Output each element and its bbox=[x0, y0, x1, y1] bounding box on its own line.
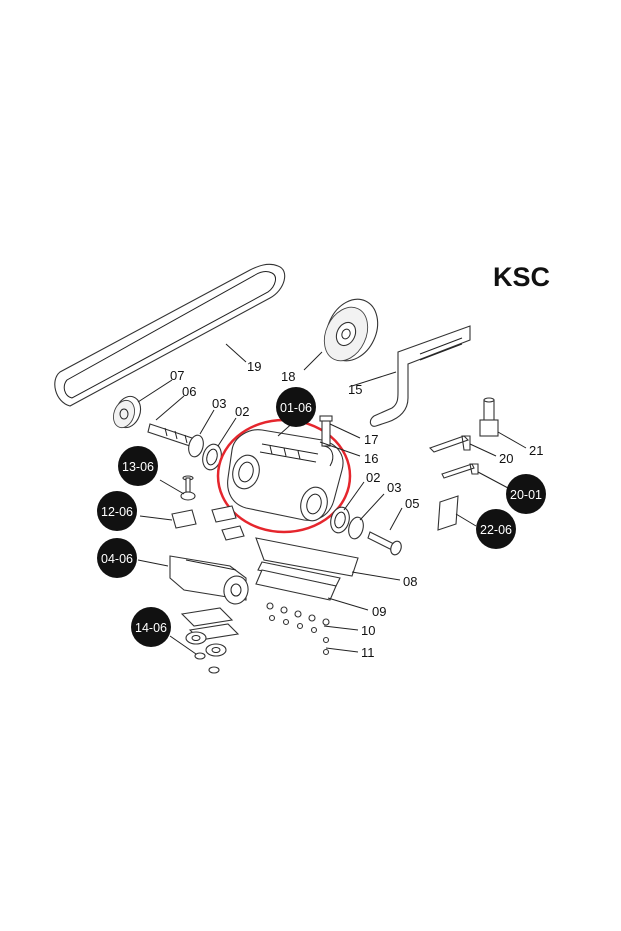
part-screws bbox=[266, 602, 330, 656]
part-pads bbox=[171, 505, 245, 541]
label-03-left: 03 bbox=[212, 396, 226, 411]
leader-lines bbox=[137, 343, 527, 655]
label-21: 21 bbox=[529, 443, 543, 458]
badge-13-06-text: 13-06 bbox=[122, 460, 154, 474]
part-discs bbox=[185, 631, 227, 674]
part-roller bbox=[169, 555, 249, 605]
part-housing bbox=[227, 429, 344, 522]
part-hex-key-large bbox=[428, 435, 471, 453]
label-11: 11 bbox=[361, 645, 375, 660]
label-03-right: 03 bbox=[387, 480, 401, 495]
label-10: 10 bbox=[361, 623, 375, 638]
part-circlip-right bbox=[348, 516, 364, 540]
label-02-left: 02 bbox=[235, 404, 249, 419]
label-18: 18 bbox=[281, 369, 295, 384]
badge-04-06-text: 04-06 bbox=[101, 552, 133, 566]
brand-logo: KSC bbox=[493, 262, 550, 292]
label-09: 09 bbox=[372, 604, 386, 619]
badge-04-06: 04-06 bbox=[97, 538, 137, 578]
part-small-pulley bbox=[113, 395, 142, 429]
label-06: 06 bbox=[182, 384, 196, 399]
part-belt bbox=[54, 263, 286, 407]
badge-14-06: 14-06 bbox=[131, 607, 171, 647]
part-tool-post bbox=[479, 397, 499, 437]
part-pin bbox=[367, 531, 402, 556]
badge-20-01-text: 20-01 bbox=[510, 488, 542, 502]
part-bearing-right bbox=[330, 506, 350, 534]
badge-22-06: 22-06 bbox=[476, 509, 516, 549]
badge-13-06: 13-06 bbox=[118, 446, 158, 486]
part-long-plate bbox=[255, 537, 359, 587]
part-arm-bracket bbox=[369, 325, 471, 427]
part-bolt-17 bbox=[319, 415, 333, 447]
part-bolt-13 bbox=[180, 475, 196, 501]
part-bearing-left bbox=[202, 443, 222, 471]
badge-12-06-text: 12-06 bbox=[101, 505, 133, 519]
label-15: 15 bbox=[348, 382, 362, 397]
label-17: 17 bbox=[364, 432, 378, 447]
badge-12-06: 12-06 bbox=[97, 491, 137, 531]
label-20: 20 bbox=[499, 451, 513, 466]
badge-01-06-text: 01-06 bbox=[280, 401, 312, 415]
part-pulley bbox=[323, 298, 379, 362]
badge-01-06: 01-06 bbox=[276, 387, 316, 427]
label-07: 07 bbox=[170, 368, 184, 383]
badge-14-06-text: 14-06 bbox=[135, 621, 167, 635]
label-02-right: 02 bbox=[366, 470, 380, 485]
label-08: 08 bbox=[403, 574, 417, 589]
badge-20-01: 20-01 bbox=[506, 474, 546, 514]
label-19: 19 bbox=[247, 359, 261, 374]
part-plate bbox=[437, 495, 459, 531]
part-strip-plate bbox=[255, 569, 337, 601]
part-circlip-left bbox=[188, 434, 204, 458]
badge-22-06-text: 22-06 bbox=[480, 523, 512, 537]
label-05: 05 bbox=[405, 496, 419, 511]
part-hex-key-small bbox=[441, 463, 479, 479]
label-16: 16 bbox=[364, 451, 378, 466]
